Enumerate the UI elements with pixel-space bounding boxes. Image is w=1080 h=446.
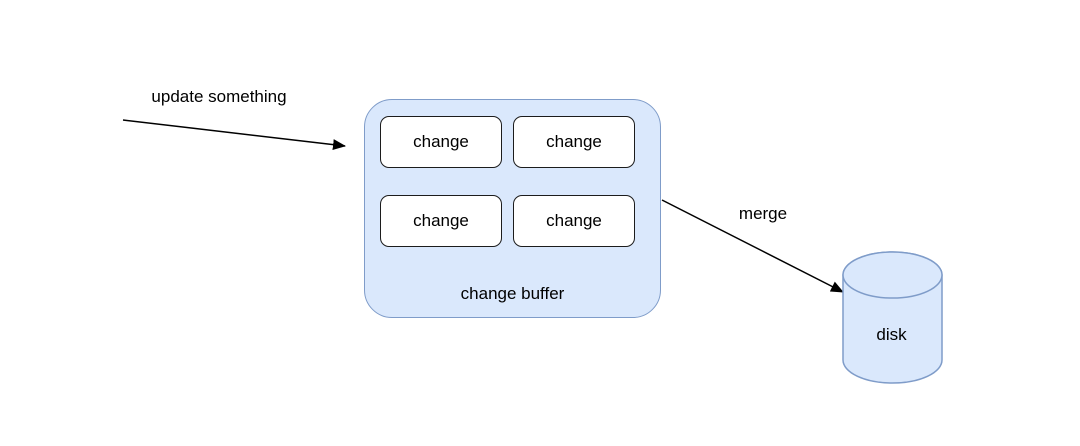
change-box-label: change: [546, 132, 602, 151]
disk-label: disk: [876, 325, 907, 344]
change-buffer-container: change change change change change buffe…: [364, 99, 661, 318]
disk-cylinder: [842, 251, 943, 384]
update-arrow: [122, 119, 346, 151]
change-box-label: change: [413, 132, 469, 151]
update-arrow-label: update something: [151, 87, 287, 106]
change-buffer-label: change buffer: [460, 284, 565, 303]
change-box-label: change: [546, 211, 602, 230]
change-box: change: [513, 195, 635, 247]
merge-arrow-label: merge: [738, 204, 788, 223]
change-box: change: [513, 116, 635, 168]
change-box: change: [380, 116, 502, 168]
change-box: change: [380, 195, 502, 247]
change-box-label: change: [413, 211, 469, 230]
